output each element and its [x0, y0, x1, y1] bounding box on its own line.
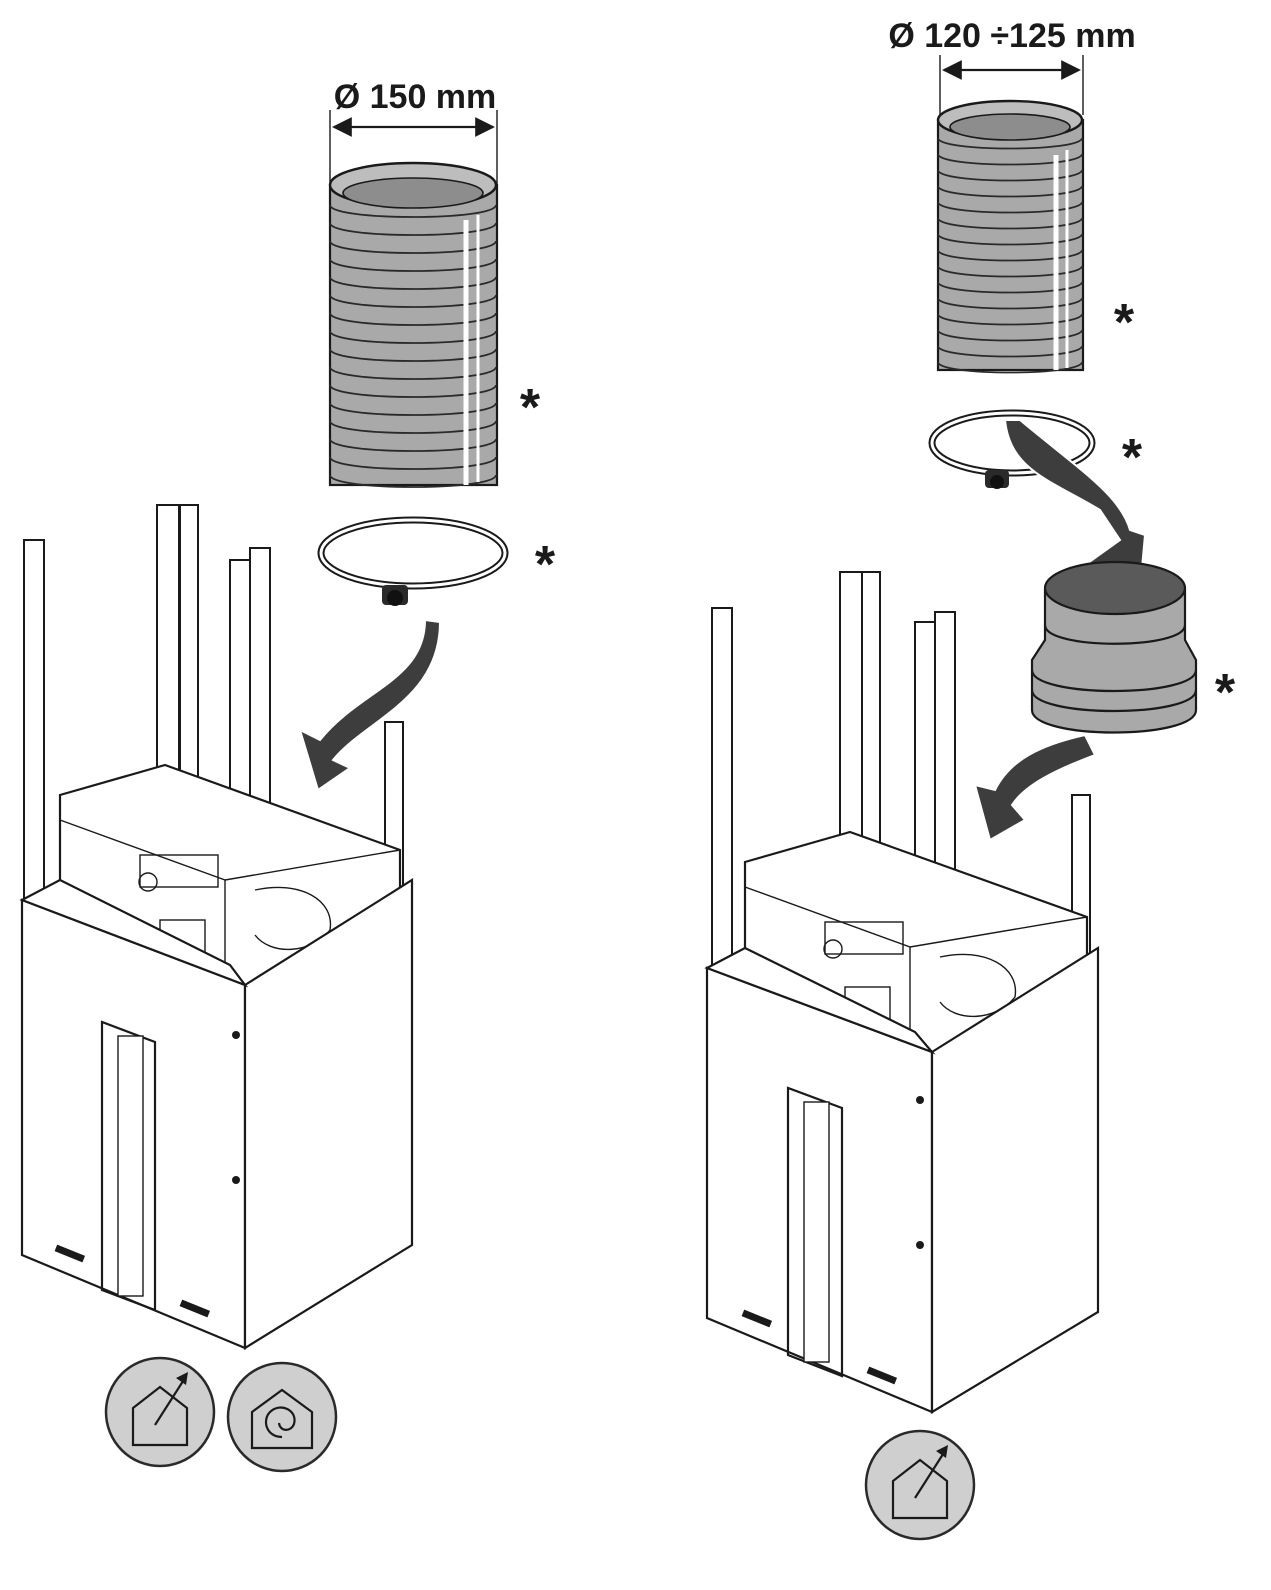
left-diameter-label: Ø 150 mm: [334, 78, 497, 116]
right-insert-arrow: [973, 733, 1097, 842]
hose-rib: [329, 420, 497, 434]
right-hose-clamp: *: [928, 409, 1143, 489]
left-hood-body: [19, 878, 414, 1350]
hose-rib: [937, 217, 1083, 230]
hose-rib: [937, 169, 1083, 182]
left-hose-asterisk: *: [520, 379, 541, 437]
hose-rib: [329, 312, 497, 326]
hose-rib: [937, 249, 1083, 262]
hose-rib: [937, 185, 1083, 198]
right-ducted-exhaust-icon: [864, 1429, 976, 1541]
right-adapter-asterisk: *: [1215, 664, 1236, 722]
hose-rib: [329, 384, 497, 398]
hose-rib: [329, 222, 497, 236]
hose-rib: [937, 297, 1083, 310]
hose-rib: [329, 240, 497, 254]
left-hose-clamp: *: [317, 516, 556, 606]
hose-rib: [329, 348, 497, 362]
hose-rib: [329, 258, 497, 272]
left-dimension: Ø 150 mm: [329, 78, 498, 185]
left-insert-arrow: [298, 618, 442, 792]
hose-rib: [937, 233, 1083, 246]
hose-rib: [329, 402, 497, 416]
hose-rib: [937, 201, 1083, 214]
hose-rib: [329, 330, 497, 344]
hose-rib: [329, 438, 497, 452]
right-clamp-asterisk: *: [1122, 429, 1143, 487]
hose-rib: [329, 366, 497, 380]
hose-rib: [937, 345, 1083, 358]
right-hood-body: [704, 946, 1100, 1414]
left-flex-hose: *: [328, 161, 541, 488]
hose-rib: [329, 276, 497, 290]
left-clamp-asterisk: *: [535, 536, 556, 594]
hose-rib: [329, 456, 497, 470]
right-flex-hose: *: [936, 99, 1135, 374]
hose-rib: [937, 313, 1083, 326]
hose-rib: [937, 281, 1083, 294]
hose-rib: [329, 204, 497, 218]
hose-rib: [329, 474, 497, 488]
hose-rib: [937, 329, 1083, 342]
hose-rib: [937, 265, 1083, 278]
right-assembly: Ø 120 ÷125 mm * *: [704, 17, 1236, 1541]
hose-rib: [329, 294, 497, 308]
right-reducer-adapter: *: [1030, 560, 1236, 734]
hose-rib: [937, 137, 1083, 150]
hose-rib: [937, 153, 1083, 166]
right-dimension: Ø 120 ÷125 mm: [888, 17, 1136, 115]
left-assembly: Ø 150 mm * *: [19, 78, 556, 1473]
hose-rib: [937, 361, 1083, 374]
right-diameter-label: Ø 120 ÷125 mm: [888, 17, 1135, 55]
left-ducted-exhaust-icon: [104, 1356, 216, 1468]
right-hose-asterisk: *: [1114, 294, 1135, 352]
left-recirculation-icon: [226, 1361, 338, 1473]
